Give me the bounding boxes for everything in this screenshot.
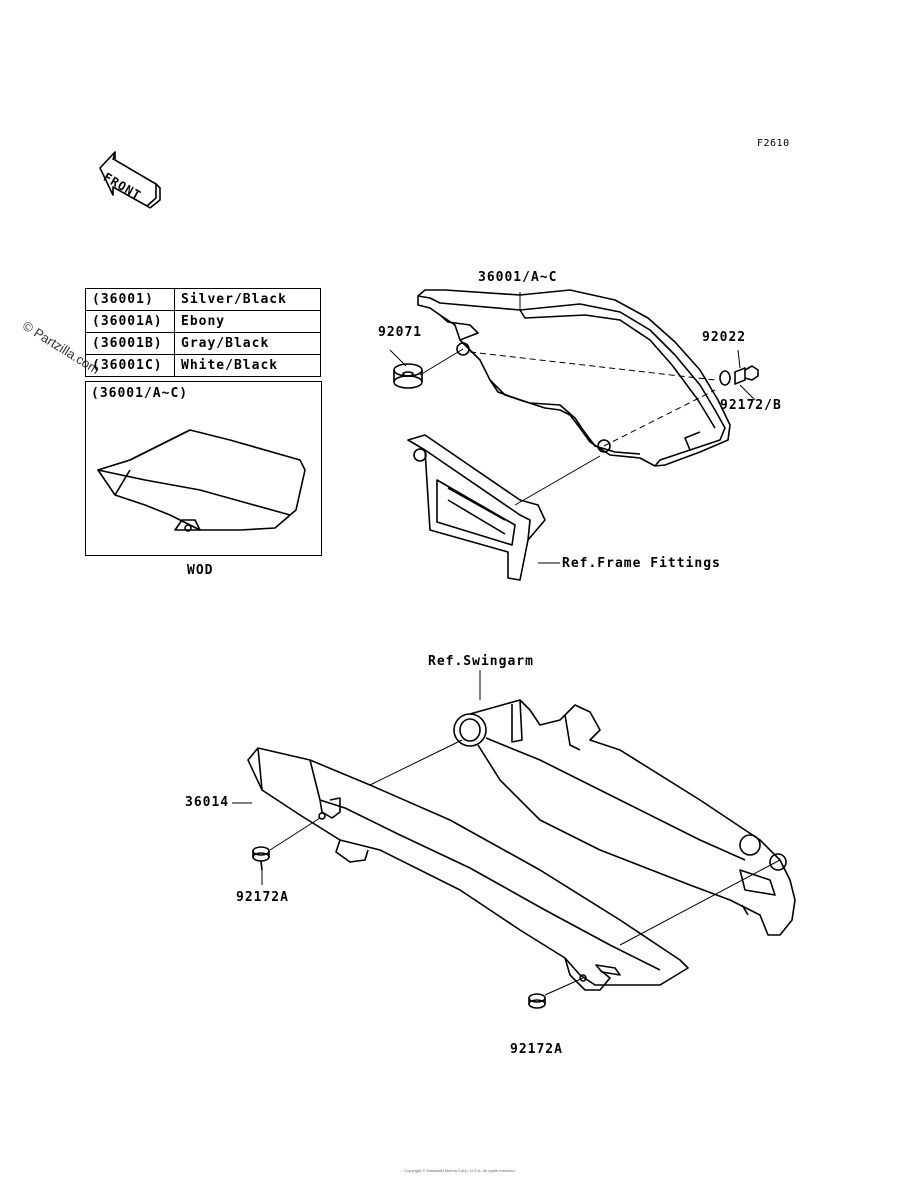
frame-fitting-part (407, 434, 546, 581)
color-table-row: (36001B) Gray/Black (85, 332, 321, 355)
callout-swingarm-ref: Ref.Swingarm (428, 654, 534, 669)
callout-side-cover: 36001/A~C (478, 270, 558, 285)
footer-copyright: Copyright © Kawasaki Motors Corp., U.S.A… (404, 1168, 516, 1173)
bolt-part (734, 365, 759, 385)
callout-grommet: 92071 (378, 325, 423, 340)
bolt-a-left (252, 846, 270, 871)
side-cover-part (417, 289, 731, 467)
callout-bolt-b: 92172/B (720, 398, 782, 413)
washer-part (719, 370, 731, 386)
leader-lines-top (389, 292, 756, 564)
color-code: (36001) (85, 288, 175, 311)
swingarm-part (453, 699, 796, 936)
color-table: (36001) Silver/Black (36001A) Ebony (360… (85, 288, 321, 377)
color-name: Gray/Black (174, 332, 321, 355)
color-code: (36001C) (85, 354, 175, 377)
color-name: Ebony (174, 310, 321, 333)
chain-cover-part (247, 747, 689, 991)
color-code: (36001A) (85, 310, 175, 333)
color-table-row: (36001C) White/Black (85, 354, 321, 377)
leader-lines-bottom (232, 670, 781, 996)
bolt-a-bottom (528, 993, 546, 1009)
callout-chain-cover: 36014 (185, 795, 230, 810)
callout-frame-ref: Ref.Frame Fittings (562, 556, 721, 571)
inset-title: (36001/A~C) (91, 386, 189, 401)
color-name: White/Black (174, 354, 321, 377)
callout-bolt-a-bottom: 92172A (510, 1042, 563, 1057)
front-arrow-icon (99, 151, 161, 209)
color-table-row: (36001A) Ebony (85, 310, 321, 333)
figure-code: F2610 (757, 138, 790, 149)
grommet-part (393, 363, 423, 389)
color-code: (36001B) (85, 332, 175, 355)
color-table-row: (36001) Silver/Black (85, 288, 321, 311)
inset-caption: WOD (187, 563, 214, 578)
inset-box: (36001/A~C) (85, 381, 322, 556)
callout-washer: 92022 (702, 330, 747, 345)
callout-bolt-a-left: 92172A (236, 890, 289, 905)
color-name: Silver/Black (174, 288, 321, 311)
inset-cover-drawing (97, 429, 306, 532)
